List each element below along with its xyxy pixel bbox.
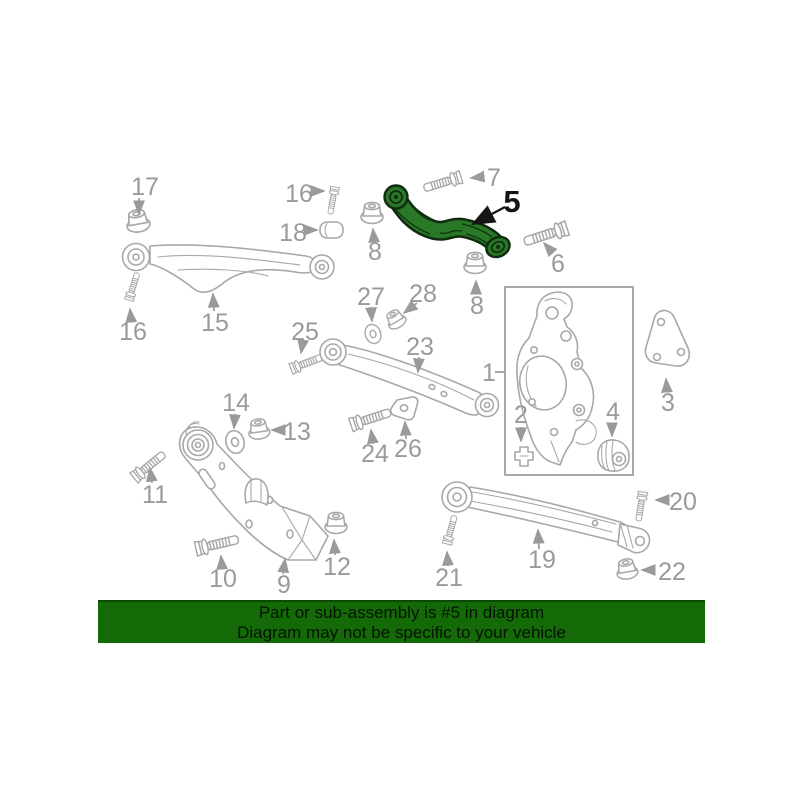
callout-28-label: 28	[409, 280, 437, 308]
callout-26-arrow	[399, 420, 412, 440]
callout-24-arrow	[367, 428, 379, 445]
callout-1-label: 1	[482, 359, 496, 387]
part-4-bushing	[597, 439, 630, 472]
part-10-bolt	[193, 530, 241, 558]
callout-20-label: 20	[669, 488, 697, 516]
callout-15-label: 15	[201, 309, 229, 337]
callout-23-label: 23	[406, 333, 434, 361]
callout-17-label: 17	[131, 173, 159, 201]
part-26-plate-washer	[389, 396, 419, 421]
part-20-bolt	[632, 490, 649, 523]
callout-12-arrow	[328, 538, 341, 556]
part-19-link-rod	[441, 481, 651, 554]
part-3-mounting-plate	[644, 309, 691, 367]
callout-7-label: 7	[487, 164, 501, 192]
part-24-bolt	[347, 404, 394, 433]
part-18-sleeve	[319, 221, 344, 239]
callout-10-arrow	[216, 554, 229, 571]
callout-8-upper-label: 8	[368, 238, 382, 266]
callout-22-label: 22	[658, 558, 686, 586]
banner-line-1: Part or sub-assembly is #5 in diagram	[258, 602, 545, 622]
callout-15-arrow	[207, 292, 220, 312]
callout-26-label: 26	[394, 435, 422, 463]
part-16-bolt-left	[123, 271, 143, 302]
part-1-knuckle-box	[504, 286, 634, 476]
callout-16-top-label: 16	[285, 180, 313, 208]
callout-3-label: 3	[661, 389, 675, 417]
callout-6-arrow	[542, 241, 558, 258]
callout-4-label: 4	[606, 398, 620, 426]
part-27-washer	[361, 321, 385, 347]
callout-2-label: 2	[514, 401, 528, 429]
banner-line-2: Diagram may not be specific to your vehi…	[237, 622, 566, 642]
callout-25-label: 25	[291, 318, 319, 346]
callout-5-arrow	[470, 205, 506, 226]
callout-8-upper-arrow	[368, 227, 381, 244]
part-8-nut-lower	[463, 251, 487, 275]
part-8-nut-upper	[360, 201, 384, 225]
callout-10-label: 10	[209, 565, 237, 593]
callout-6-label: 6	[551, 250, 565, 278]
callout-3-arrow	[661, 377, 673, 394]
part-25-bolt	[288, 350, 326, 376]
callout-9-arrow	[277, 557, 290, 575]
callout-25-arrow	[297, 338, 310, 355]
callout-arrows	[125, 170, 673, 576]
callout-7-arrow	[469, 170, 486, 183]
part-16-bolt-top	[324, 185, 341, 216]
callout-16-left-arrow	[125, 307, 138, 324]
callout-28-arrow	[402, 299, 419, 315]
part-11-bolt	[128, 447, 169, 485]
part-22-nut	[614, 556, 640, 582]
part-13-nut	[246, 416, 272, 442]
callout-11-label: 11	[142, 481, 168, 509]
callout-24-label: 24	[361, 440, 389, 468]
callout-27-label: 27	[357, 283, 385, 311]
callout-21-arrow	[442, 550, 454, 567]
part-9-lower-control-arm	[178, 421, 329, 561]
part-21-bolt	[441, 513, 461, 546]
callout-12-label: 12	[323, 553, 351, 581]
callout-27-arrow	[365, 306, 377, 323]
part-15-control-arm	[121, 242, 335, 293]
callout-labels: 17 16 18 8 7 5 6 8 15 16 27 28 25 23 1 2…	[119, 164, 697, 599]
callout-8-lower-label: 8	[470, 292, 484, 320]
part-12-nut	[324, 511, 348, 535]
part-28-nut	[382, 306, 409, 333]
callout-21-label: 21	[435, 564, 463, 592]
callout-23-arrow	[412, 356, 425, 374]
part-2-bracket	[514, 446, 534, 467]
part-23-lateral-arm	[319, 338, 500, 418]
callout-19-label: 19	[528, 546, 556, 574]
callout-19-arrow	[532, 528, 545, 550]
part-5-upper-control-arm-highlighted	[383, 184, 511, 259]
callout-14-label: 14	[222, 389, 250, 417]
callout-18-label: 18	[279, 219, 307, 247]
callout-14-arrow	[229, 413, 241, 430]
highlight-banner: Part or sub-assembly is #5 in diagram Di…	[98, 600, 705, 643]
callout-11-arrow	[145, 466, 158, 484]
callout-13-label: 13	[283, 418, 311, 446]
part-7-bolt	[421, 169, 464, 196]
part-17-nut	[123, 207, 152, 235]
callout-16-left-label: 16	[119, 318, 147, 346]
callout-9-label: 9	[277, 571, 291, 599]
part-14-washer	[222, 427, 248, 457]
callout-5-label: 5	[503, 184, 520, 219]
